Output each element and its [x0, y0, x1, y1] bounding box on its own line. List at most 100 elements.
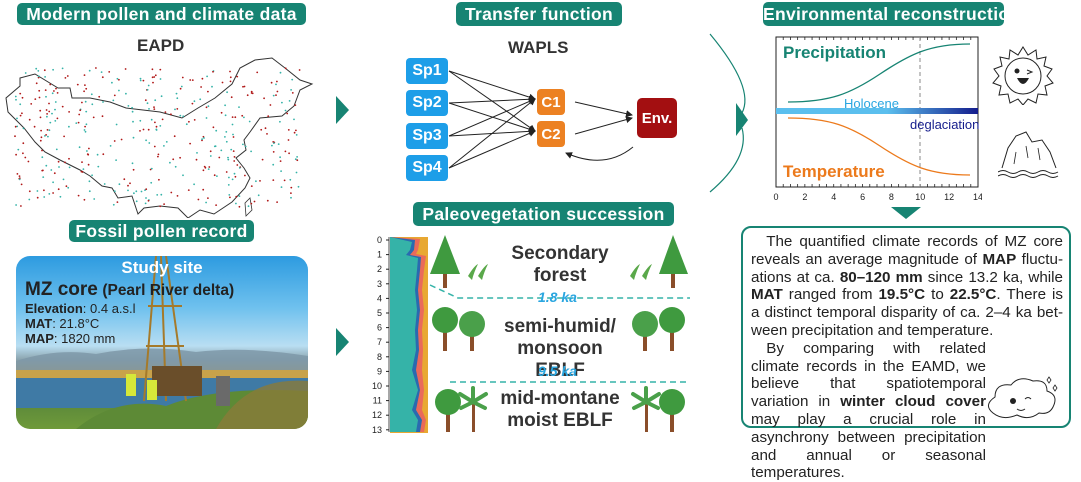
pollen-site-dot	[41, 149, 43, 152]
pollen-site-dot	[132, 136, 135, 139]
pollen-site-dot	[39, 109, 42, 112]
pollen-site-dot	[154, 121, 156, 124]
taiwan-border	[244, 197, 253, 217]
core-location: (Pearl River delta)	[102, 282, 235, 299]
pollen-site-dot	[88, 190, 91, 193]
pollen-site-dot	[40, 136, 43, 139]
pollen-site-dot	[202, 188, 205, 191]
pollen-site-dot	[161, 118, 164, 121]
pollen-site-dot	[131, 162, 134, 165]
pollen-site-dot	[225, 171, 228, 173]
pollen-site-dot	[148, 142, 151, 144]
pollen-site-dot	[189, 79, 192, 81]
pollen-site-dot	[135, 190, 138, 193]
pollen-site-dot	[216, 175, 218, 178]
pollen-site-dot	[234, 175, 237, 178]
pollen-site-dot	[19, 114, 22, 117]
pollen-site-dot	[253, 200, 256, 203]
species-node-sp4: Sp4	[406, 155, 448, 181]
pollen-site-dot	[231, 123, 234, 126]
pollen-site-dot	[199, 98, 202, 101]
pollen-site-dot	[255, 180, 257, 183]
pollen-site-dot	[205, 201, 208, 204]
arrow-right-icon	[736, 103, 748, 136]
pollen-site-dot	[66, 75, 69, 77]
zone-label-line1: Secondary	[511, 243, 609, 264]
pollen-site-dot	[197, 198, 200, 201]
pollen-site-dot	[159, 205, 162, 208]
pollen-site-dot	[45, 95, 47, 98]
pollen-site-dot	[123, 178, 126, 181]
temperature-curve	[787, 117, 971, 176]
pollen-site-dot	[154, 99, 157, 102]
pollen-site-dot	[159, 125, 162, 127]
pollen-site-dot	[193, 119, 196, 121]
pollen-site-dot	[118, 183, 121, 186]
pollen-site-dot	[215, 129, 218, 132]
pollen-site-dot	[116, 77, 119, 80]
pollen-site-dot	[88, 180, 91, 183]
pollen-site-dot	[18, 175, 21, 178]
pollen-site-dot	[206, 75, 209, 78]
pollen-site-dot	[43, 189, 45, 192]
pollen-site-dot	[75, 122, 78, 124]
emphasis-text: 80–120 mm	[839, 268, 923, 286]
pollen-site-dot	[276, 80, 278, 83]
pollen-site-dot	[235, 202, 237, 205]
pollen-site-dot	[58, 166, 60, 168]
zone-label-line1: mid-montane	[500, 388, 620, 409]
pollen-site-dot	[272, 163, 275, 166]
pollen-site-dot	[283, 179, 286, 182]
pollen-site-dot	[225, 131, 228, 133]
pollen-site-dot	[84, 125, 86, 128]
pollen-site-dot	[146, 102, 149, 105]
modern-pollen-title: Modern pollen and climate data	[17, 3, 306, 25]
pollen-site-dot	[28, 198, 31, 201]
depth-tick-label: 9	[377, 366, 382, 376]
pollen-site-dot	[16, 117, 18, 120]
pollen-site-dot	[227, 184, 230, 186]
pollen-site-dot	[156, 194, 159, 196]
pollen-site-dot	[142, 79, 145, 82]
pollen-site-dot	[246, 94, 249, 97]
pollen-site-dot	[46, 129, 49, 131]
pollen-site-dot	[257, 194, 260, 197]
pollen-site-dot	[272, 151, 275, 153]
species-node-sp2: Sp2	[406, 90, 448, 116]
pollen-site-dot	[145, 197, 147, 199]
pollen-site-dot	[87, 163, 90, 166]
zone-monsoon-eblf: semi-humid/ monsoon EBLF	[490, 316, 630, 382]
depth-tick-label: 4	[377, 293, 382, 303]
pollen-site-dot	[291, 92, 294, 94]
pollen-site-dot	[195, 158, 198, 161]
pollen-site-dot	[102, 153, 105, 156]
pollen-site-dot	[45, 164, 48, 167]
pollen-site-dot	[55, 87, 57, 90]
pollen-site-dot	[87, 153, 90, 156]
pollen-site-dot	[180, 85, 183, 88]
broadleaf-tree-icon	[632, 311, 658, 351]
pollen-site-dot	[37, 75, 40, 78]
pollen-site-dot	[176, 97, 179, 100]
study-site-photo: Study site MZ core (Pearl River delta) E…	[16, 256, 308, 429]
pollen-site-dot	[48, 193, 51, 195]
pollen-site-dot	[298, 69, 301, 71]
pollen-site-dot	[233, 156, 236, 158]
mat-value: : 21.8°C	[52, 316, 100, 331]
zone-label-line2: moist EBLF	[507, 410, 613, 431]
pollen-site-dot	[242, 85, 244, 88]
x-tick-label: 8	[889, 192, 894, 202]
emphasis-text: 19.5°C	[878, 286, 926, 304]
pollen-site-dot	[201, 138, 204, 140]
arrow-right-icon	[336, 96, 349, 124]
deglaciation-label: deglaciation	[910, 117, 980, 132]
x-tick-label: 0	[773, 192, 778, 202]
pollen-site-dot	[280, 170, 282, 173]
pollen-site-dot	[49, 121, 52, 124]
pollen-site-dot	[230, 148, 233, 151]
pollen-site-dot	[109, 145, 112, 147]
pollen-site-dot	[115, 159, 117, 162]
pollen-site-dot	[231, 178, 234, 181]
pollen-site-dot	[132, 168, 135, 171]
pollen-site-dot	[44, 76, 46, 78]
